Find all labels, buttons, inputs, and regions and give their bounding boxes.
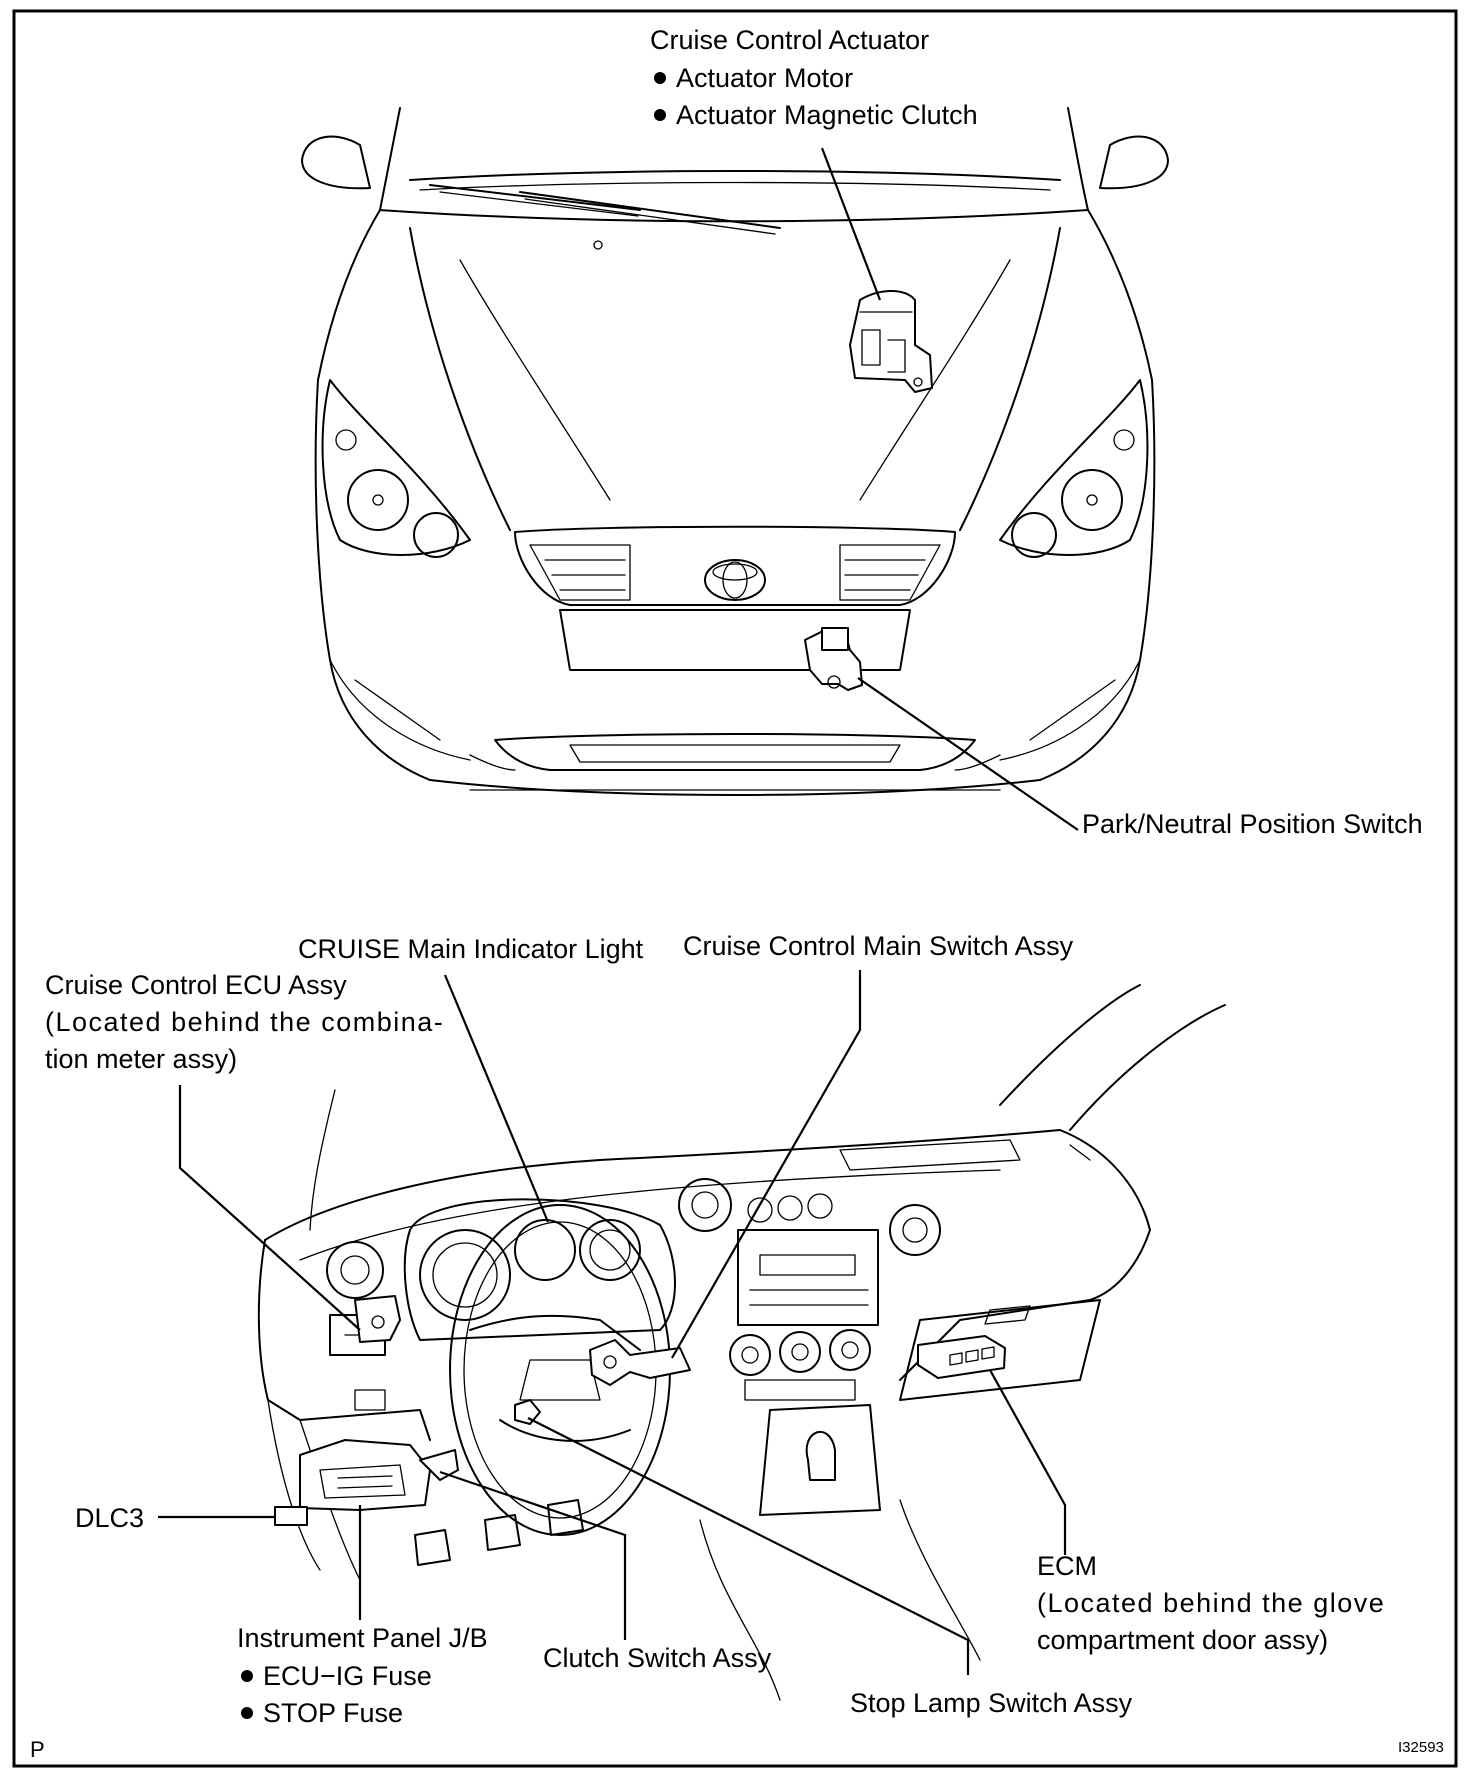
actuator-part [849, 290, 933, 393]
label-stop-lamp: Stop Lamp Switch Assy [850, 1688, 1133, 1718]
corner-mark: P [30, 1737, 45, 1762]
vehicle-front-view [301, 107, 1169, 796]
leader-ecm [989, 1369, 1067, 1555]
leader-cruise-ecu [178, 1085, 361, 1331]
label-ecu-note-1: (Located behind the combina- [45, 1007, 444, 1037]
junction-block-part [299, 1439, 459, 1511]
label-clutch: Clutch Switch Assy [543, 1643, 772, 1673]
leader-indicator-light [443, 974, 550, 1223]
label-actuator-clutch: Actuator Magnetic Clutch [676, 100, 978, 130]
leader-main-switch [671, 970, 862, 1359]
bullet-icon [654, 109, 666, 121]
label-ecm-note-1: (Located behind the glove [1037, 1588, 1385, 1618]
grille-mesh-right [839, 544, 941, 601]
label-ecu-ig-fuse: ECU−IG Fuse [263, 1661, 432, 1691]
figure-frame [12, 9, 1458, 1768]
bullet-icon [241, 1707, 253, 1719]
label-main-switch: Cruise Control Main Switch Assy [683, 931, 1074, 961]
cruise-ecu-part [354, 1295, 401, 1343]
dlc3-part [274, 1506, 308, 1526]
clutch-switch-part [514, 1399, 541, 1425]
label-ecm-title: ECM [1037, 1551, 1097, 1581]
park-neutral-switch-part [804, 627, 863, 691]
tachometer [514, 1219, 576, 1281]
ecm-part [917, 1335, 1006, 1379]
leader-clutch [439, 1470, 627, 1640]
label-actuator-title: Cruise Control Actuator [650, 25, 929, 55]
leader-park-neutral [857, 677, 1079, 831]
grille-mesh-left [529, 544, 631, 601]
brand-emblem [704, 559, 766, 601]
label-cruise-indicator: CRUISE Main Indicator Light [298, 934, 644, 964]
label-ecm-note-2: compartment door assy) [1037, 1625, 1328, 1655]
left-vent [326, 1241, 384, 1299]
label-dlc3: DLC3 [75, 1503, 144, 1533]
audio-unit [737, 1229, 879, 1326]
bullet-icon [241, 1670, 253, 1682]
label-actuator-motor: Actuator Motor [676, 63, 853, 93]
bullet-icon [654, 72, 666, 84]
label-ecu-note-2: tion meter assy) [45, 1044, 237, 1074]
label-ecu-title: Cruise Control ECU Assy [45, 970, 347, 1000]
label-park-neutral: Park/Neutral Position Switch [1082, 809, 1423, 839]
speedometer [419, 1229, 511, 1321]
label-stop-fuse: STOP Fuse [263, 1698, 403, 1728]
leader-stop-lamp [527, 1417, 970, 1675]
label-jb-title: Instrument Panel J/B [237, 1623, 488, 1653]
main-switch-part [589, 1339, 691, 1386]
leader-actuator [820, 147, 882, 301]
figure-code: I32593 [1398, 1739, 1444, 1756]
